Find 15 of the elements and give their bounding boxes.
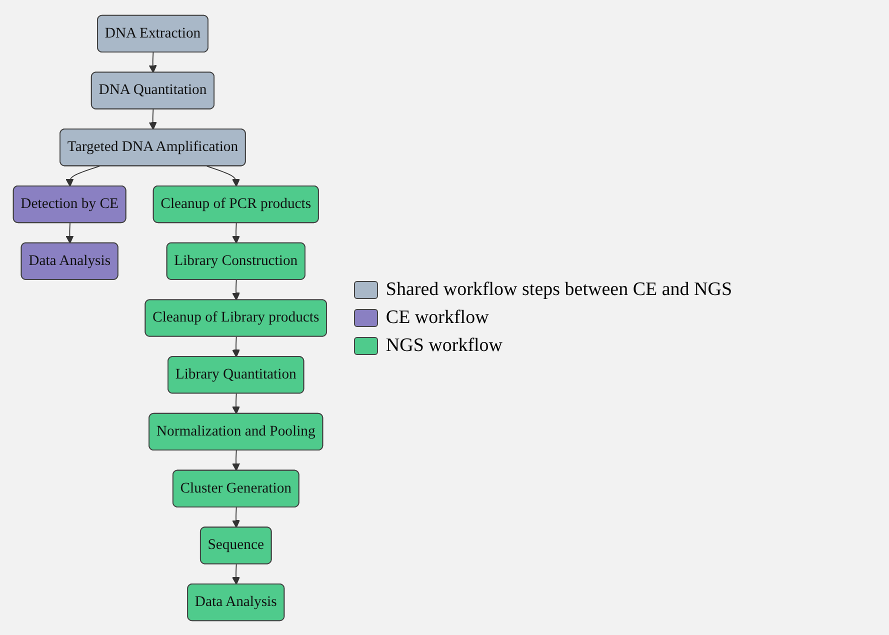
legend-label: CE workflow (386, 306, 489, 328)
arrow (206, 165, 240, 186)
arrow (232, 506, 240, 528)
arrow (232, 563, 240, 584)
arrow (66, 222, 74, 244)
arrow (148, 108, 157, 130)
arrow (232, 336, 240, 357)
legend-label: NGS workflow (386, 334, 503, 356)
arrow (66, 165, 100, 186)
arrow (232, 392, 240, 414)
arrow (232, 222, 240, 244)
legend-label: Shared workflow steps between CE and NGS (386, 278, 732, 300)
arrow (232, 278, 240, 300)
arrow (148, 52, 157, 73)
arrow (232, 450, 240, 471)
